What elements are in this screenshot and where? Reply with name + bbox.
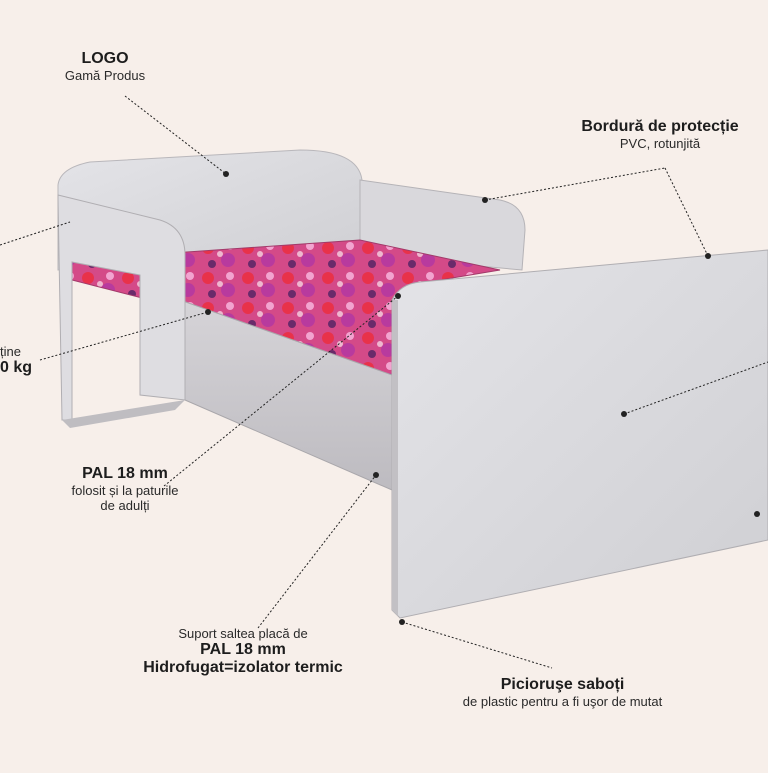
legs-title: Picioruşe saboți xyxy=(500,676,625,693)
pal-title: PAL 18 mm xyxy=(82,465,168,482)
footboard xyxy=(391,249,768,619)
support-annotation: Suport saltea placă de PAL 18 mm Hidrofu… xyxy=(118,626,368,677)
logo-annotation: LOGO Gamă Produs xyxy=(60,50,150,83)
pal-line1: folosit și la paturile xyxy=(71,483,179,498)
logo-subtitle: Gamă Produs xyxy=(64,68,146,83)
weight-line2: 0 kg xyxy=(0,359,33,376)
legs-annotation: Picioruşe saboți de plastic pentru a fi … xyxy=(425,676,700,709)
border-subtitle: PVC, rotunjită xyxy=(619,136,701,151)
border-annotation: Bordură de protecție PVC, rotunjită xyxy=(560,118,760,151)
support-line2: PAL 18 mm xyxy=(200,641,286,658)
pal-annotation: PAL 18 mm folosit și la paturile de adul… xyxy=(40,465,210,513)
support-line1: Suport saltea placă de xyxy=(178,626,308,641)
pal-line2: de adulți xyxy=(100,498,150,513)
support-line3: Hidrofugat=izolator termic xyxy=(143,659,343,676)
border-title: Bordură de protecție xyxy=(581,118,739,135)
weight-line1: ține xyxy=(0,344,21,359)
head-end-panel xyxy=(57,194,186,421)
logo-title: LOGO xyxy=(81,50,129,67)
legs-subtitle: de plastic pentru a fi uşor de mutat xyxy=(462,694,663,709)
weight-annotation: ține 0 kg xyxy=(0,344,32,377)
